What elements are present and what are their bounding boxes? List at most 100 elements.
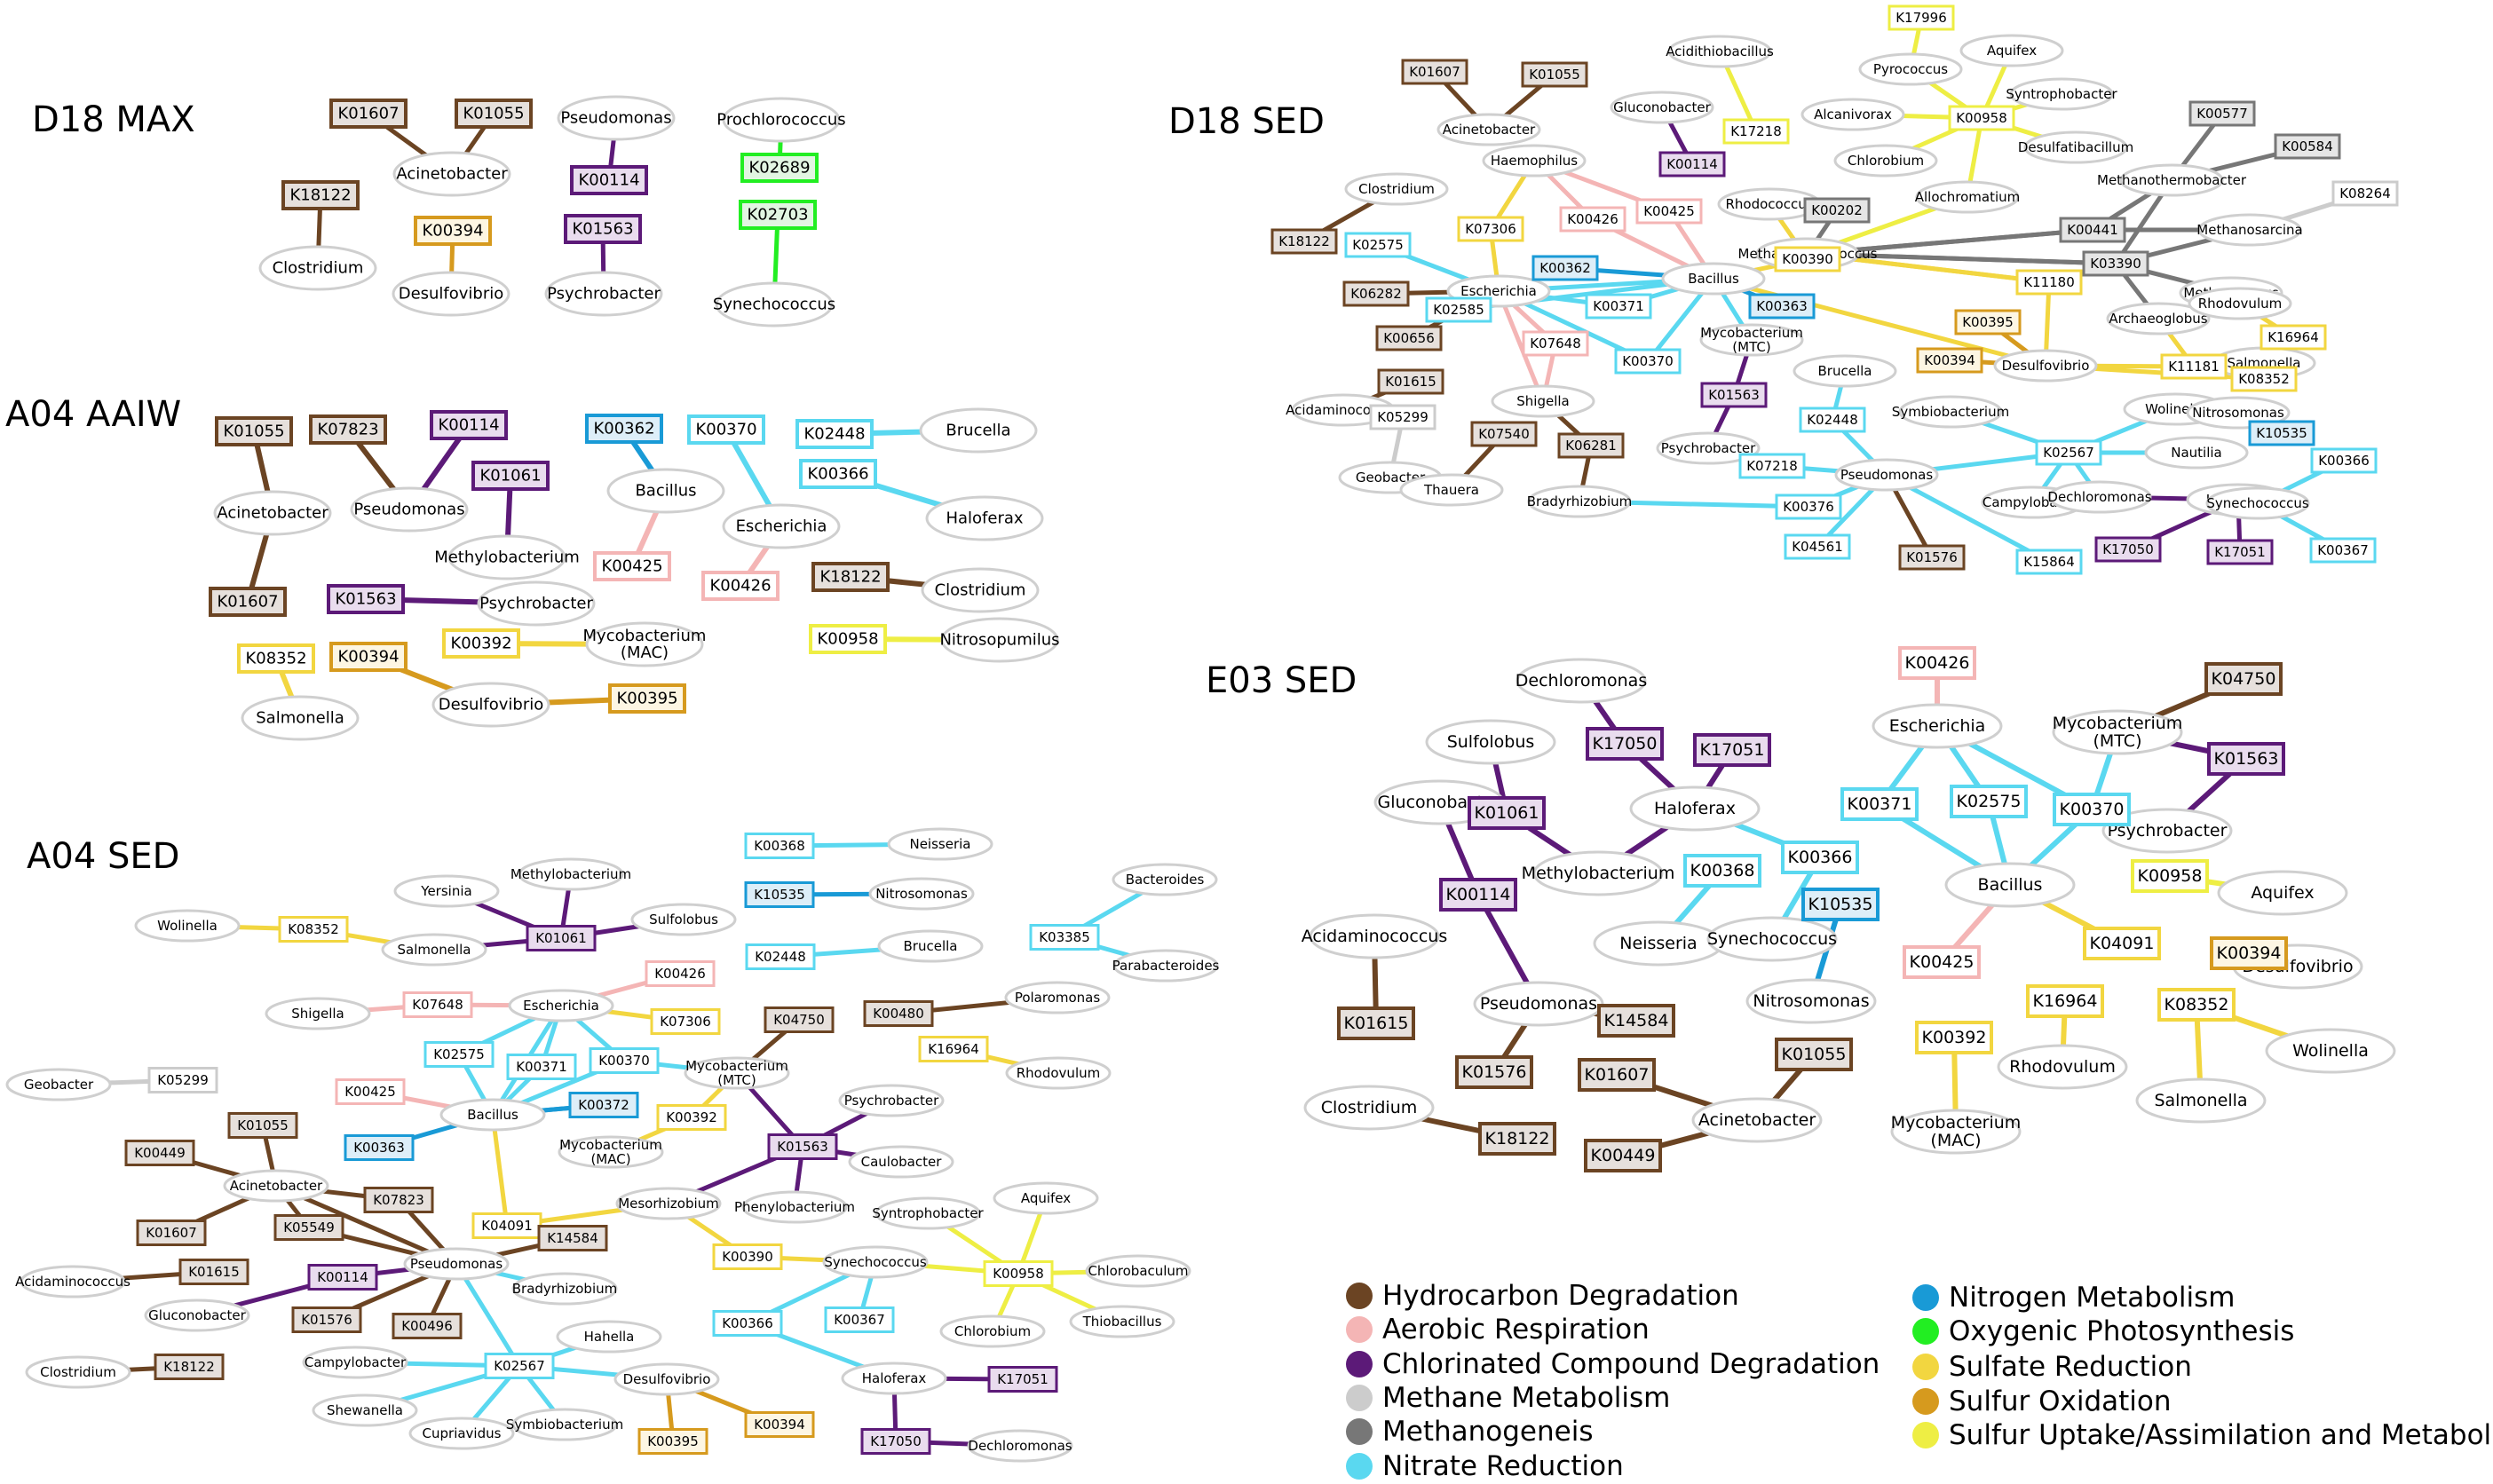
e03-sed-organism-rhodovulum: Rhodovulum <box>1997 1044 2128 1090</box>
organism-oval <box>925 495 1044 541</box>
node-label: K07648 <box>1530 335 1581 351</box>
a04-sed-ko-k00392: K00392 <box>656 1104 727 1131</box>
node-label: K00392 <box>450 635 511 653</box>
node-label: Neisseria <box>909 836 970 852</box>
organism-oval <box>1399 473 1504 507</box>
node-label: K17050 <box>2102 541 2154 557</box>
ko-box <box>656 1104 727 1131</box>
node-label: Bacillus <box>467 1107 518 1123</box>
ko-box <box>1888 4 1955 31</box>
organism-oval <box>2119 163 2224 197</box>
organism-oval <box>393 874 500 908</box>
ko-box <box>455 99 533 129</box>
node-label: K00426 <box>1905 653 1970 673</box>
a04-sed-ko-k01061: K01061 <box>526 925 597 951</box>
node-label: Aquifex <box>2251 883 2314 903</box>
e03-sed-ko-k18122: K18122 <box>1478 1122 1556 1156</box>
ko-box <box>1948 105 2015 131</box>
d18-sed-ko-k02585: K02585 <box>1425 296 1492 323</box>
ko-box <box>2053 793 2131 826</box>
ko-box <box>2082 250 2149 277</box>
organism-oval <box>2023 130 2128 164</box>
organism-oval <box>722 503 841 549</box>
node-label: Nitrosomonas <box>875 886 968 902</box>
node-label: Mycobacterium <box>1700 325 1803 341</box>
a04-aaiw-ko-k00426: K00426 <box>701 571 780 601</box>
a04-aaiw-organism-desulfovibrio: Desulfovibrio <box>431 682 550 728</box>
node-label: K07306 <box>1465 221 1516 237</box>
organism-oval <box>1112 863 1218 896</box>
node-label: (MTC) <box>1732 339 1770 355</box>
ko-box <box>1774 246 1841 272</box>
d18-sed-ko-k00441: K00441 <box>2059 217 2126 243</box>
organism-oval <box>392 271 510 317</box>
node-label: K00367 <box>2317 542 2369 558</box>
a04-sed-organism-hahella: Hahella <box>556 1320 662 1354</box>
organism-oval <box>613 1362 720 1396</box>
node-label: K01607 <box>1409 64 1460 80</box>
organism-oval <box>741 1190 848 1224</box>
node-label: K01615 <box>188 1264 240 1280</box>
d18-sed-organism-brucella: Brucella <box>1793 354 1897 388</box>
d18-sed-organism-thauera: Thauera <box>1399 473 1504 507</box>
d18-sed-ko-k00958: K00958 <box>1948 105 2015 131</box>
d18-sed-ko-k00367: K00367 <box>2309 537 2377 564</box>
organism-oval <box>511 1408 618 1441</box>
node-label: Haloferax <box>862 1370 927 1386</box>
legend-label: Nitrate Reduction <box>1382 1450 1624 1482</box>
a04-aaiw-organism-escherichia: Escherichia <box>722 503 841 549</box>
ko-box <box>278 916 349 943</box>
a04-sed-organism-syntrophobacter: Syntrophobacter <box>872 1196 984 1230</box>
legend-swatch <box>1912 1284 1939 1311</box>
node-label: K00441 <box>2067 222 2118 238</box>
ko-box <box>1584 1139 1662 1172</box>
ko-box <box>1531 255 1599 281</box>
a04-aaiw-ko-k00362: K00362 <box>585 414 663 444</box>
a04-sed-ko-k10535: K10535 <box>744 881 815 908</box>
legend-item-nitrogen-metabolism: Nitrogen Metabolism <box>1912 1282 2235 1314</box>
node-label: K00202 <box>1811 202 1863 218</box>
d18-sed-ko-k01563: K01563 <box>1700 382 1768 408</box>
d18-sed-ko-k08264: K08264 <box>2331 180 2399 207</box>
d18-sed-organism-allochromatium: Allochromatium <box>1915 180 2020 214</box>
a04-sed-organism-clostridium: Clostridium <box>25 1355 131 1389</box>
node-label: Shigella <box>291 1006 344 1022</box>
node-label: K02448 <box>1807 412 1858 428</box>
a04-aaiw-ko-k00395: K00395 <box>608 683 686 714</box>
organism-oval <box>447 534 566 580</box>
ko-box <box>1425 296 1492 323</box>
node-label: K01607 <box>146 1225 197 1241</box>
ko-box <box>1950 785 2028 818</box>
ko-box <box>215 416 293 446</box>
panel-title-d18-sed: D18 SED <box>1168 101 1325 142</box>
ko-box <box>1738 453 1806 479</box>
d18-sed-organism-acinetobacter: Acinetobacter <box>1436 113 1541 146</box>
a04-sed-ko-k00496: K00496 <box>392 1313 463 1339</box>
organism-oval <box>585 621 704 667</box>
d18-sed-ko-k00577: K00577 <box>2188 100 2256 127</box>
node-label: K00366 <box>2318 453 2370 469</box>
organism-oval <box>1344 172 1449 206</box>
legend-label: Hydrocarbon Degradation <box>1382 1280 1739 1312</box>
node-label: Thauera <box>1423 482 1479 498</box>
ko-box <box>1029 924 1100 951</box>
node-label: K01563 <box>2214 749 2279 769</box>
ko-box <box>863 1000 934 1027</box>
ko-box <box>329 642 408 672</box>
a04-sed-organism-pseudomonas: Pseudomonas <box>403 1247 510 1281</box>
a04-sed-organism-dechloromonas: Dechloromonas <box>967 1429 1073 1463</box>
node-label: Rhodovulum <box>2198 296 2282 312</box>
node-label: Psychrobacter <box>479 595 593 613</box>
node-label: Nitrosomonas <box>1753 991 1869 1011</box>
a04-aaiw-ko-k00394: K00394 <box>329 642 408 672</box>
a04-sed-ko-k00958: K00958 <box>983 1260 1054 1287</box>
node-label: K02575 <box>1957 792 2022 811</box>
ko-box <box>2210 936 2288 970</box>
a04-sed-organism-chlorobaculum: Chlorobaculum <box>1085 1254 1191 1288</box>
node-label: K02703 <box>747 206 808 225</box>
ko-box <box>2248 420 2315 446</box>
node-label: K00584 <box>2282 138 2333 154</box>
node-label: Pseudomonas <box>410 1256 503 1272</box>
d18-sed-organism-syntrophobacter: Syntrophobacter <box>2006 77 2117 111</box>
d18-sed-ko-k06281: K06281 <box>1557 432 1625 459</box>
